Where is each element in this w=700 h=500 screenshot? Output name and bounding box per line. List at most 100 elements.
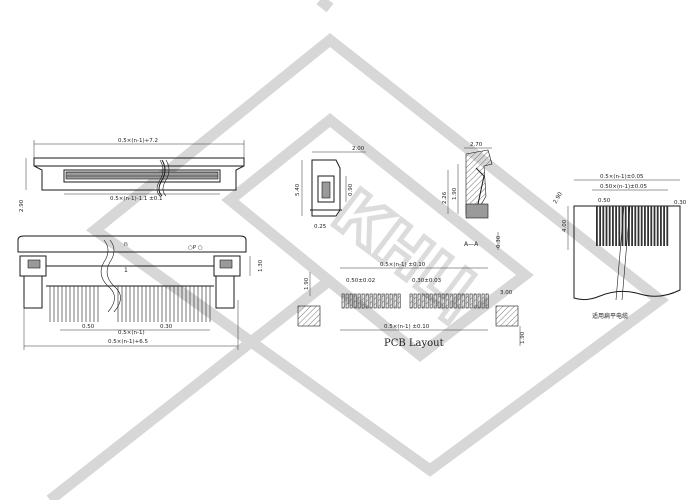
cable-view: 0.5×(n-1)±0.05 0.50×(n-1)±0.05 0.50 0.30… [553,174,687,320]
section-h2: 2.26 [442,191,448,204]
cable-conductor [631,206,633,246]
bottom-pin-label: 1 [124,267,128,274]
pcb-bottom-span: 0.5×(n-1) ±0.10 [384,324,430,330]
pcb-top-span: 0.5×(n-1) ±0.10 [380,262,426,268]
front-view: 0.5×(n-1)+7.2 2.90 0.5×(n-1)-1.1 ±0.1 [19,138,245,212]
pcb-pad [477,293,481,309]
cable-conductor [663,206,665,246]
pcb-pad [425,293,429,309]
pcb-pad [341,293,345,309]
cable-conductor [640,206,643,246]
pcb-pad [373,293,377,309]
cable-conductor [612,206,614,246]
front-inner-width: 0.5×(n-1)-1.1 ±0.1 [110,196,162,202]
section-bottom: 0.30 [496,235,502,248]
watermark: КНЦ [46,0,670,500]
cable-conductor [644,206,646,246]
cable-conductor [634,206,637,246]
bottom-pitch-label: n [124,241,128,248]
pcb-pad [369,293,373,309]
pcb-pad [389,293,393,309]
section-width: 2.70 [470,142,483,148]
cable-conductor [660,206,662,246]
pcb-pad [421,293,425,309]
cable-conductor [599,206,601,246]
cable-height: 4.00 [562,219,568,232]
cable-conductor [605,206,608,246]
pcb-left-h: 1.90 [304,277,310,290]
pcb-pad [433,293,437,309]
cable-conductor [653,206,656,246]
pcb-left-pitch: 0.50±0.02 [346,278,375,284]
side-h2: 0.90 [348,183,354,196]
pcb-pad [417,293,421,309]
cable-left: 2.90 [553,191,565,205]
pcb-pad [445,293,449,309]
cable-pitch: 0.50 [598,198,611,204]
cable-inner: 0.50×(n-1)±0.05 [600,184,647,190]
pcb-pad [437,293,441,309]
pcb-pad [353,293,357,309]
pcb-pad [361,293,365,309]
bottom-pad: 0.30 [160,324,173,330]
section-label: A—A [464,241,479,248]
cable-conductors [596,206,669,246]
pcb-signal-pads [341,293,489,309]
pcb-pad [345,293,349,309]
pcb-pad [365,293,369,309]
pcb-pad [393,293,397,309]
pcb-right-w: 3.00 [500,290,513,296]
cable-conductor [618,206,621,246]
bottom-total: 0.5×(n-1)+6.5 [108,339,148,345]
pcb-pad [377,293,381,309]
side-view: 2.00 5.40 0.90 0.25 [295,146,366,230]
cable-conductor [602,206,605,246]
front-overall-width: 0.5×(n-1)+7.2 [118,138,158,144]
front-height: 2.90 [19,199,25,212]
pcb-pad [481,293,485,309]
pcb-pad [469,293,473,309]
pcb-pad [457,293,461,309]
cable-caption: 适用扁平电缆 [592,312,628,320]
watermark-frame-inner [221,112,534,363]
cable-conductor [647,206,649,246]
cable-conductor [596,206,598,246]
cable-edge: 0.30 [674,200,687,206]
pcb-pad [409,293,413,309]
pcb-title: PCB Layout [384,338,444,349]
pcb-pad [385,293,389,309]
pcb-layout: 0.5×(n-1) ±0.10 0.50±0.02 0.30±0.03 1.90… [297,262,526,349]
pcb-pad [465,293,469,309]
section-h1: 1.90 [452,187,458,200]
bottom-view: n 1 ○P ○ 1.30 0.50 0.5×(n-1) 0.30 0.5×(n… [17,235,264,350]
pcb-pad [453,293,457,309]
pcb-pad-right [495,305,519,327]
pcb-pad [485,293,489,309]
side-width: 2.00 [352,146,365,152]
pcb-right-h: 1.90 [520,331,526,344]
cable-conductor [624,206,627,246]
pcb-pad [473,293,477,309]
cable-conductor [656,206,659,246]
bottom-pins [49,286,211,322]
pcb-pad-left [297,305,321,327]
pcb-pad [357,293,361,309]
bottom-small-note: ○P ○ [188,245,203,251]
cable-conductor [628,206,630,246]
pcb-pad [349,293,353,309]
watermark-stroke-b [316,0,334,13]
side-bottom: 0.25 [314,224,327,230]
cable-conductor [637,206,640,246]
pcb-pad [461,293,465,309]
watermark-stroke-a [46,275,334,500]
bottom-pitch: 0.50 [82,324,95,330]
watermark-frame-outer [85,32,670,477]
cable-width: 0.5×(n-1)±0.05 [600,174,644,180]
bottom-pin-span: 0.5×(n-1) [118,330,145,336]
bottom-side-height: 1.30 [258,259,264,272]
cable-conductor [608,206,611,246]
cable-conductor [615,206,617,246]
pcb-pad [449,293,453,309]
